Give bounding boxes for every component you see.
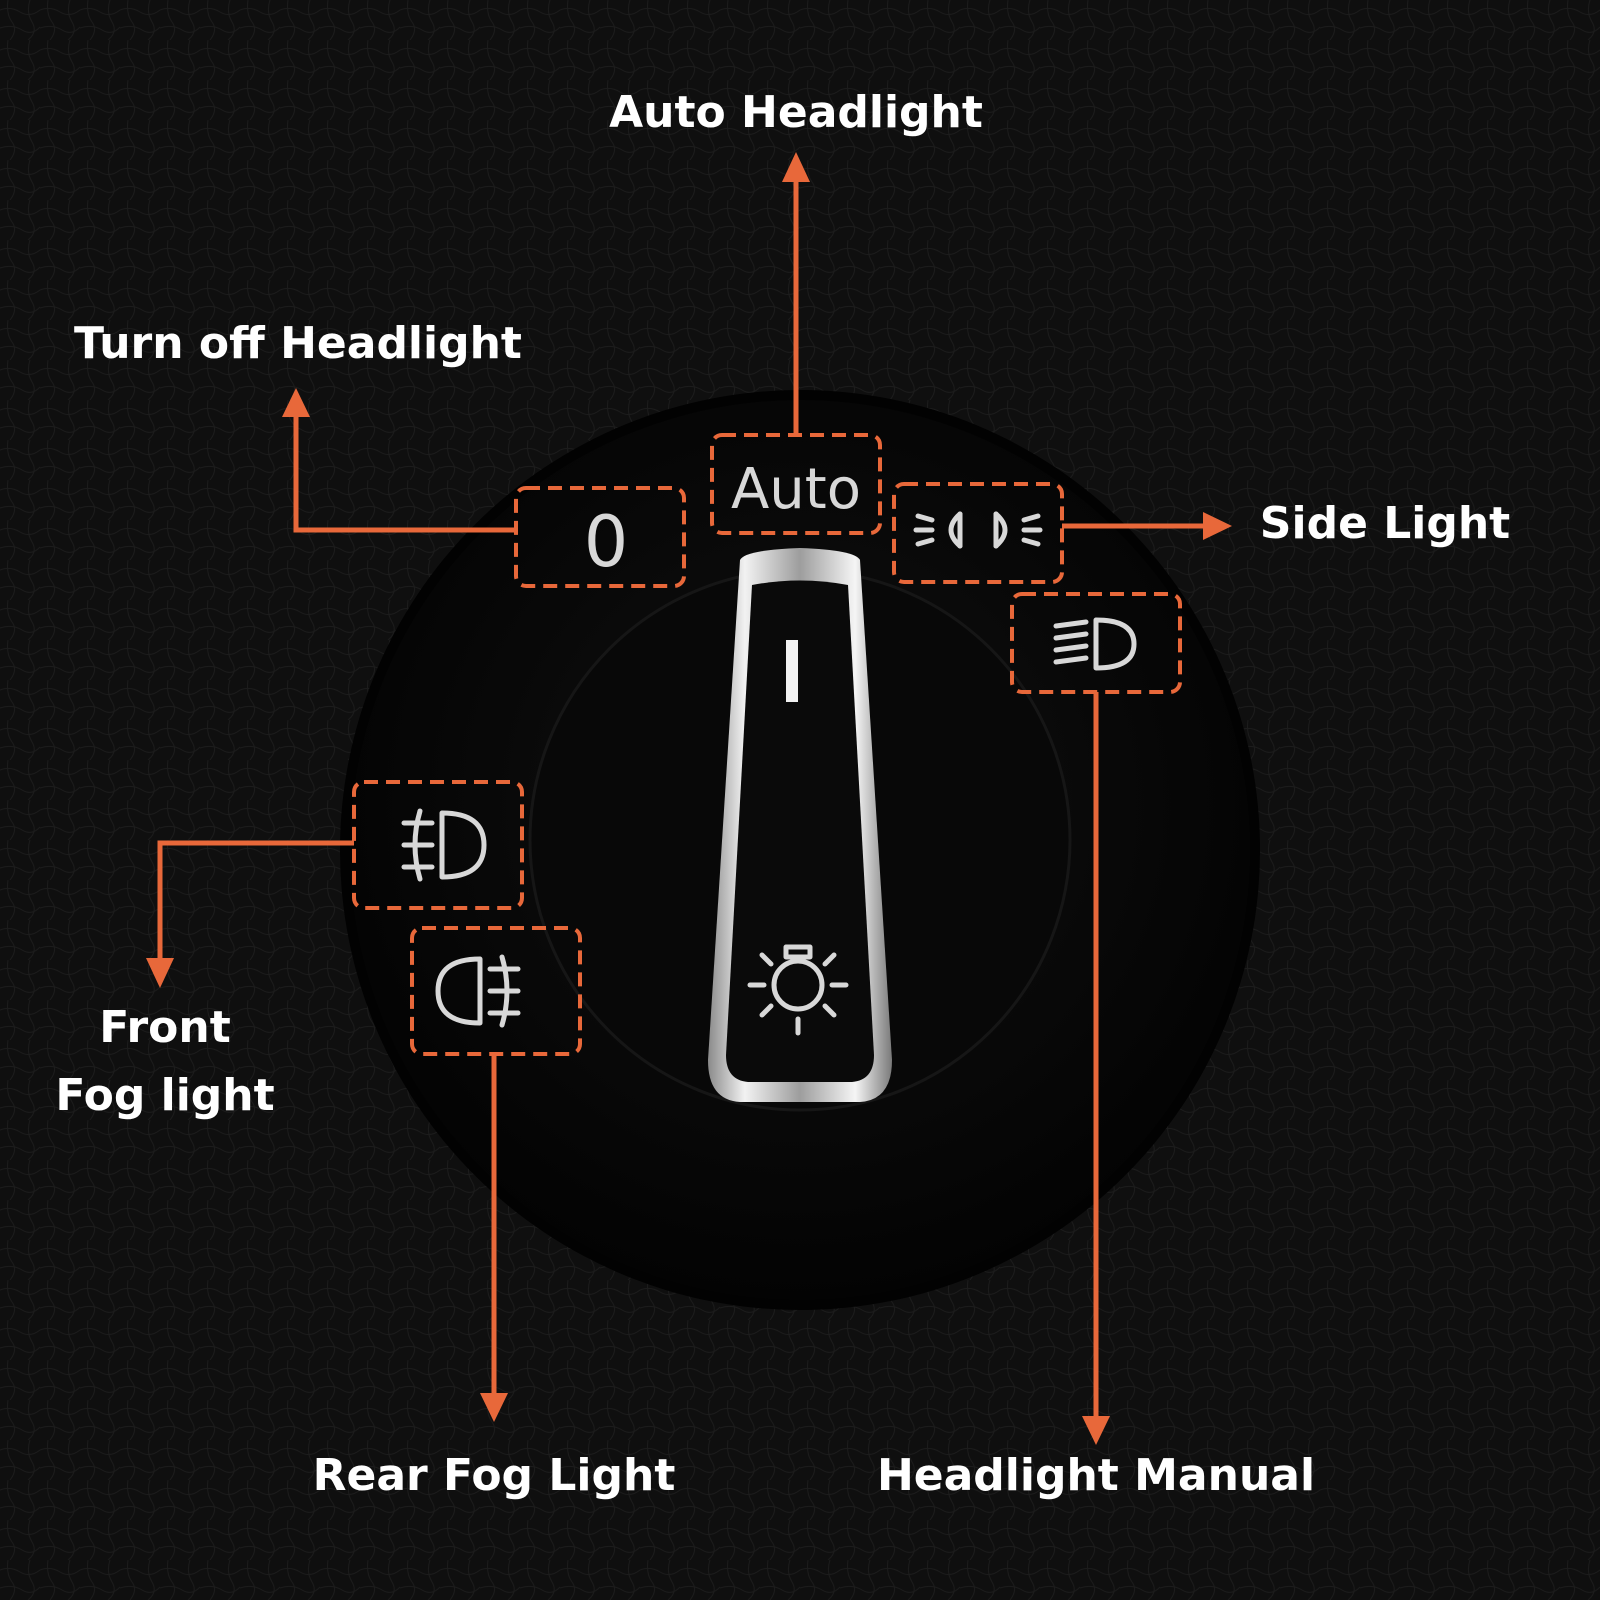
rotary-knob[interactable] — [708, 548, 892, 1102]
rear-fog-arrowhead — [480, 1393, 508, 1422]
off-leader-line — [293, 415, 516, 533]
off-arrowhead — [282, 388, 310, 417]
zero-symbol-icon: 0 — [584, 501, 629, 583]
side-light-callout-box — [892, 482, 1064, 584]
front-fog-callout-box — [352, 780, 524, 910]
knob-pointer-mark — [786, 640, 798, 702]
auto-headlight-label: Auto Headlight — [609, 87, 983, 138]
off-position[interactable]: 0 — [514, 486, 686, 588]
labels: Auto Headlight Turn off Headlight Side L… — [55, 87, 1510, 1501]
side-light-arrowhead — [1203, 512, 1232, 540]
rear-fog-light-icon — [435, 954, 521, 1028]
auto-text-icon: Auto — [731, 457, 861, 522]
headlight-manual-label: Headlight Manual — [877, 1450, 1315, 1501]
leader-lines — [146, 152, 1232, 1445]
off-callout-box — [514, 486, 686, 588]
front-fog-leader-line — [157, 840, 354, 960]
rear-fog-light-label: Rear Fog Light — [313, 1450, 676, 1501]
front-fog-arrowhead — [146, 958, 174, 988]
side-light-icon — [913, 511, 1043, 549]
side-light-label: Side Light — [1260, 498, 1510, 549]
auto-arrowhead — [782, 152, 810, 182]
low-beam-headlight-icon — [1053, 617, 1137, 671]
side-light-position[interactable] — [892, 482, 1064, 584]
front-fog-light-icon — [401, 808, 487, 882]
turn-off-headlight-label: Turn off Headlight — [74, 318, 522, 369]
headlight-arrowhead — [1082, 1416, 1110, 1445]
front-fog-label-line1: Front — [99, 1002, 231, 1053]
front-fog-position[interactable] — [352, 780, 524, 910]
front-fog-label-line2: Fog light — [55, 1070, 274, 1121]
sun-light-icon — [747, 944, 849, 1036]
